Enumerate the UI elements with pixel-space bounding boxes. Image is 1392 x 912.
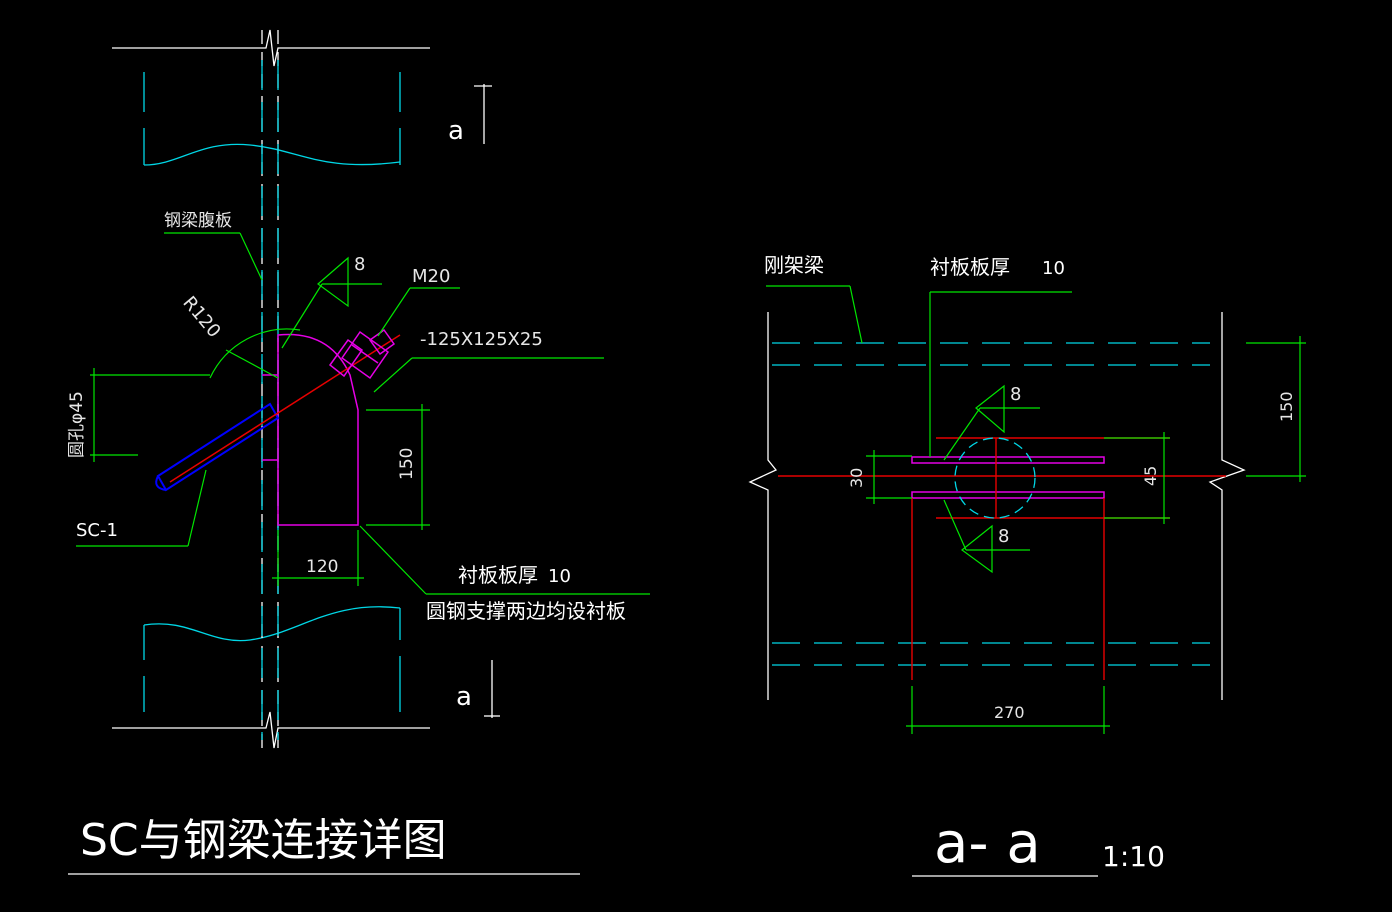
right-title: a- a <box>934 811 1041 876</box>
left-title: SC与钢梁连接详图 <box>80 815 447 866</box>
aa-dim-150-label: 150 <box>1277 391 1296 422</box>
web-dashed-lines <box>261 30 279 750</box>
sc-leader <box>76 469 207 547</box>
section-mark-bottom-label: a <box>456 682 472 712</box>
aa-dim-45 <box>1104 432 1170 524</box>
section-mark-top: a <box>448 84 492 146</box>
aa-dim-30 <box>866 450 912 504</box>
weld-symbol-top <box>281 256 382 349</box>
plate-thk-text: 衬板板厚 <box>930 255 1010 279</box>
dim-120-label: 120 <box>306 557 338 577</box>
beam-flanges <box>772 342 1210 666</box>
plate-label: -125X125X25 <box>420 329 543 350</box>
radius-arc <box>209 328 301 379</box>
aa-bolt-circle <box>954 437 1036 519</box>
radius-label: R120 <box>178 293 224 342</box>
note-line2: 圆钢支撑两边均设衬板 <box>426 599 626 623</box>
section-mark-top-label: a <box>448 116 464 146</box>
web-leader <box>164 232 263 281</box>
weld-top-label: 8 <box>354 254 365 275</box>
gusset-plate <box>262 333 359 526</box>
beam-leader <box>766 285 863 344</box>
note-leader <box>359 525 650 595</box>
bolt-leader <box>377 287 460 337</box>
bolt-label: M20 <box>412 266 450 287</box>
aa-weld-top <box>943 384 1040 461</box>
aa-weld-bottom <box>943 499 1030 574</box>
dim-150-label: 150 <box>397 448 417 480</box>
aa-gusset <box>911 437 1170 680</box>
hole-label: 圆孔φ45 <box>67 391 87 458</box>
plate-thk-leader <box>929 291 1072 457</box>
web-label: 钢梁腹板 <box>164 211 232 231</box>
round-bar-sc1 <box>155 334 401 492</box>
right-scale: 1:10 <box>1102 840 1165 873</box>
aa-weld-top-label: 8 <box>1010 384 1021 405</box>
plate-leader <box>373 357 604 393</box>
aa-dim-150 <box>1246 336 1306 482</box>
beam-label: 刚架梁 <box>764 253 824 277</box>
beam-outline <box>748 312 1246 700</box>
hole-dimension <box>90 368 210 462</box>
left-detail: a a R120 <box>67 29 650 875</box>
aa-dim-270 <box>906 686 1110 734</box>
note-line1-value: 10 <box>548 566 571 587</box>
dim-120 <box>272 530 364 586</box>
break-lines <box>112 29 430 749</box>
dim-150 <box>366 404 430 530</box>
aa-dim-30-label: 30 <box>847 468 866 488</box>
aa-weld-bottom-label: 8 <box>998 526 1009 547</box>
column-outline <box>143 72 401 712</box>
plate-thk-value: 10 <box>1042 258 1065 279</box>
bolt-m20 <box>328 328 396 380</box>
web-cyan-lines <box>261 60 279 740</box>
sc-label: SC-1 <box>76 520 118 541</box>
aa-dim-45-label: 45 <box>1141 466 1160 486</box>
aa-dim-270-label: 270 <box>994 703 1025 722</box>
liner-plates <box>911 456 1105 499</box>
right-detail: 8 8 刚架梁 衬板板厚 10 30 <box>748 253 1306 877</box>
note-line1-text: 衬板板厚 <box>458 563 538 587</box>
section-mark-bottom: a <box>456 660 500 718</box>
